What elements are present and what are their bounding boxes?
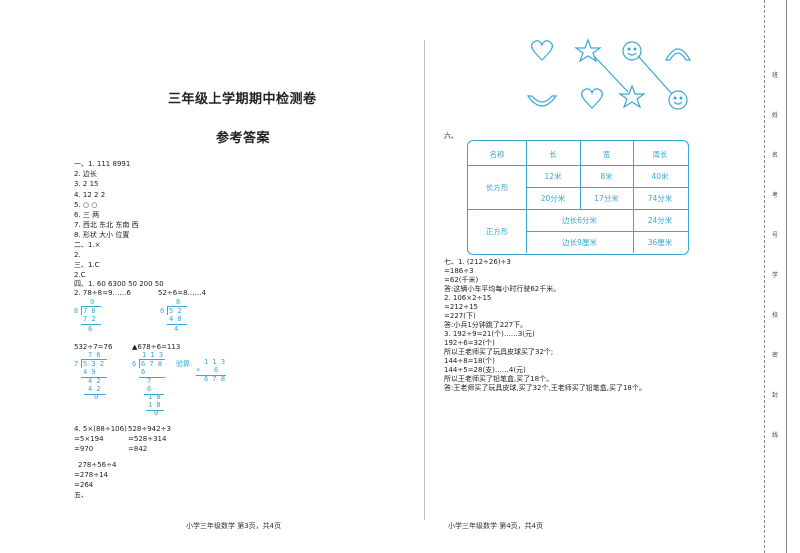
answer-line: 144÷8=18(个) [444,357,495,365]
match-line [593,55,629,93]
answer-line: 8. 形状 大小 位置 [74,231,130,239]
section-heading: 五、 [74,491,88,499]
answer-line: 2. 边长 [74,170,97,178]
check-label: 验算: [176,360,193,368]
table-row-label: 正方形 [485,227,509,236]
table-cell: 24分米 [647,216,673,225]
page-title: 三年级上学期期中检测卷 [168,92,317,107]
star-icon [574,38,602,63]
answer-line: =62(千米) [444,276,479,284]
answer-line: 所以王老师买了铅笔盒,买了18个。 [444,375,554,383]
answer-line: 2.C [74,271,86,279]
page-subtitle: 参考答案 [216,131,271,146]
heart-icon [530,40,554,61]
dimension-table [467,140,689,255]
answer-line: 2. [74,251,81,259]
bowl-icon [526,95,558,107]
margin-label: 名 [771,152,778,159]
table-row-label: 长方形 [485,183,509,192]
arc-icon [664,48,692,61]
margin-label: 姓 [771,112,778,119]
answer-line: 2. 78÷8=9……6 [74,289,131,297]
calc-line: =278÷14 [74,471,108,479]
answer-line: 四、1. 60 6300 50 200 50 [74,280,164,288]
long-division-52-6: 8 6 5 2 4 8 4 [160,298,200,338]
table-cell: 40米 [651,172,669,181]
section-heading-6: 六、 [444,132,458,140]
shapes-matching-figure [526,38,692,110]
margin-label: 号 [771,232,778,239]
answer-line: 7. 西北 东北 东南 西 [74,221,139,229]
answer-line: 三、1.C [74,261,100,269]
answer-line: 3. 2 15 [74,180,99,188]
table-cell: 20分米 [540,194,566,203]
margin-label: 考 [771,192,778,199]
table-header: 宽 [602,150,611,159]
answer-line: 二、1.× [74,241,101,249]
table-cell: 12米 [544,172,562,181]
match-line [637,55,673,95]
answer-line: 2. 106×2÷15 [444,294,492,302]
calc-line: =842 [128,445,148,453]
margin-label: 学 [771,272,778,279]
calc-line: =528÷314 [128,435,167,443]
table-cell: 边长6分米 [562,216,597,225]
answer-line: =212÷15 [444,303,478,311]
answer-line: 3. 192÷9=21(个)……3(元) [444,330,535,338]
table-header: 周长 [652,150,668,159]
table-cell: 8米 [600,172,613,181]
answer-line: 144÷5=28(支)……4(元) [444,366,526,374]
heart-outline-icon [580,88,604,109]
page-footer-right: 小学三年级数学 第4页，共4页 [448,522,544,530]
margin-label: 校 [771,312,778,319]
table-cell: 边长9厘米 [562,238,597,247]
margin-label: 线 [771,432,778,439]
answer-line: =186÷3 [444,267,474,275]
margin-label: 封 [771,392,778,399]
long-division-678-6: 1 1 3 6 6 7 8 6 7 6 1 8 1 8 0 [132,351,165,417]
equation-678-6: ▲678÷6=113 [132,343,181,351]
answer-line: 答:这辆小车平均每小时行驶62千米。 [444,285,561,293]
margin-label: 班 [771,72,778,79]
long-division-532-7: 7 6 7 5 3 2 4 9 4 2 4 2 0 [74,351,114,401]
answer-line: 一、1. 111 8991 [74,160,131,168]
answer-line: 所以王老师买了玩具皮球买了32个; [444,348,554,356]
answer-line: 192÷6=32(个) [444,339,495,347]
binding-line [764,0,765,553]
smiley-outline-icon [668,90,688,110]
answer-line: 4. 12 2 2 [74,191,106,199]
table-header: 长 [549,150,557,159]
answer-line: 52÷6=8……4 [158,289,206,297]
table-cell: 17分米 [594,194,619,203]
multiplication-check: 1 1 3 × 6 6 7 8 [196,358,226,383]
answer-line: 答:小兵1分钟跳了227下。 [444,321,528,329]
calc-line: 4. 5×(88÷106) [74,425,127,433]
star-outline-icon [618,84,646,109]
long-division-78-8: 9 8 7 8 7 2 6 [74,298,114,338]
calc-line: 278÷56÷4 [78,461,117,469]
page-divider [424,40,425,520]
calc-line: =970 [74,445,94,453]
calc-line: 528÷942÷3 [128,425,171,433]
answer-line: 5. ○ ○ [74,201,98,209]
answer-line: 答:王老师买了玩具皮球,买了32个,王老师买了铅笔盒,买了18个。 [444,384,646,392]
answer-line: 七、1. (212÷26)÷3 [444,258,511,266]
calc-line: =5×194 [74,435,104,443]
calc-line: =264 [74,481,94,489]
page-footer-left: 小学三年级数学 第3页，共4页 [186,522,282,530]
table-cell: 74分米 [647,194,673,203]
binding-edge [786,0,787,553]
table-header: 名称 [489,150,505,159]
table-cell: 36厘米 [647,238,673,247]
equation-532-7: 532÷7=76 [74,343,113,351]
margin-label: 密 [771,352,778,359]
answer-line: 6. 三 两 [74,211,100,219]
answer-line: =227(下) [444,312,476,320]
smiley-icon [622,41,642,61]
